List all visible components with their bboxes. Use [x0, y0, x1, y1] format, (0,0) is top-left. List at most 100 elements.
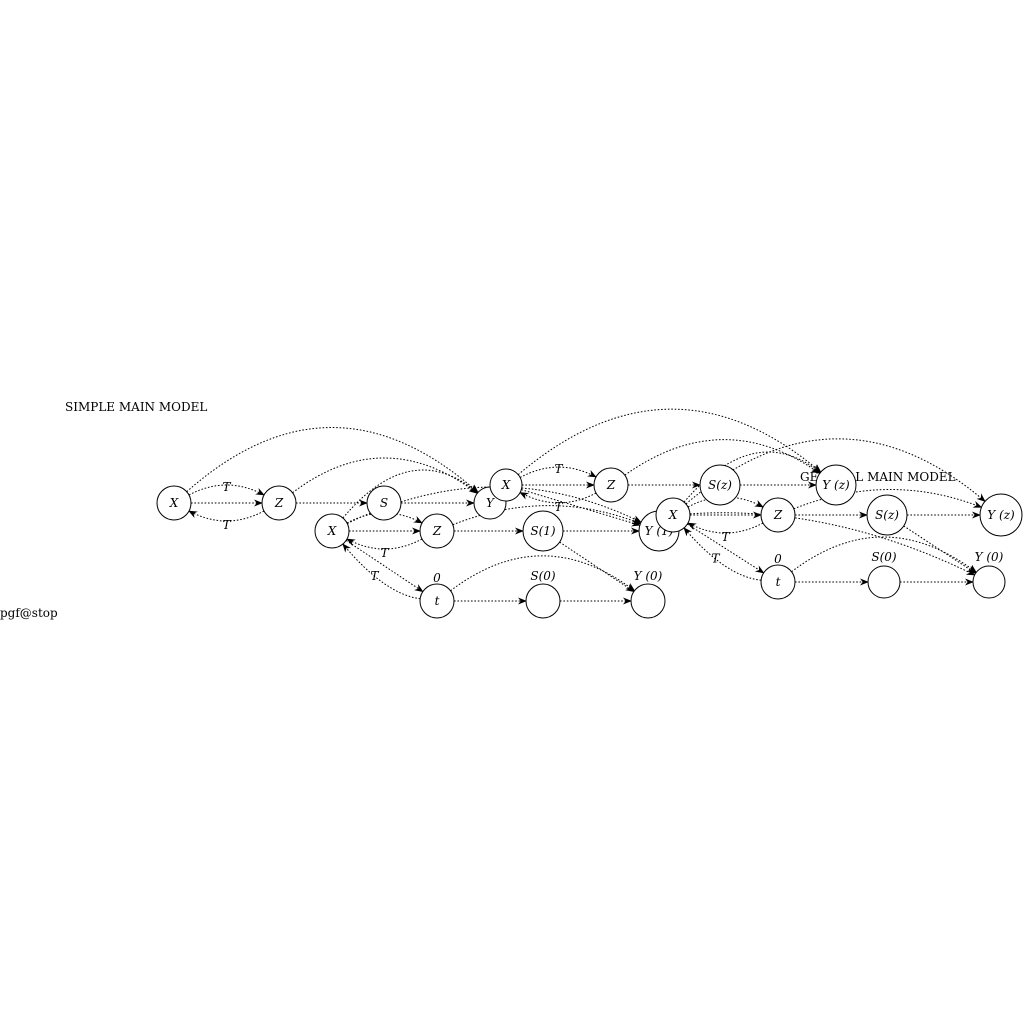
edges: TTTTTTTTTT [186, 408, 986, 605]
node-label: S(1) [530, 524, 556, 538]
node-circle [655, 497, 691, 533]
edge-label-t: T [554, 500, 563, 514]
node-g1_s0 [525, 583, 561, 619]
node-circle [699, 464, 741, 506]
simple-model-caption: SIMPLE MAIN MODEL [65, 400, 207, 414]
edge-s_x-to-s_z [188, 484, 265, 496]
node-g3_yz: Y (z) [979, 493, 1023, 537]
edge-g1_x-to-s_y [342, 469, 479, 519]
node-circle [261, 485, 297, 521]
edge-g3_z-to-g3_yz [793, 489, 983, 510]
node-circle [972, 565, 1006, 599]
node-label: X [169, 496, 179, 510]
edge-g2_x-to-g1_y1 [521, 489, 641, 527]
node-circle [593, 467, 629, 503]
edge-s_z-to-s_x [188, 510, 265, 522]
node-circle [489, 468, 523, 502]
node-label: t [776, 575, 781, 589]
node-circle [522, 510, 564, 552]
node-circle [366, 485, 402, 521]
node-label: Z [432, 524, 442, 538]
node-g1_t0: t [419, 583, 455, 619]
node-circle [630, 583, 666, 619]
edge-s_x-to-s_y [186, 427, 479, 493]
node-circle [525, 583, 561, 619]
edge-s_z-to-s_y [292, 457, 478, 494]
node-label: Y [486, 496, 495, 510]
node-g3_s0 [867, 565, 901, 599]
node-g1_s1: S(1) [522, 510, 564, 552]
node-label: X [668, 508, 678, 522]
node-label: Z [274, 496, 284, 510]
node-label: Z [606, 478, 616, 492]
node-s_s: S [366, 485, 402, 521]
edge-g1_z-to-g1_y1 [452, 505, 642, 526]
edge-g3_x-to-g3_z [687, 496, 764, 508]
node-circle [979, 493, 1023, 537]
node-circle [867, 565, 901, 599]
node-g1_x: X [314, 513, 350, 549]
node-s_x: X [156, 485, 192, 521]
edge-g3_t0-to-g3_x [683, 527, 762, 581]
node-g3_y0 [972, 565, 1006, 599]
node-g3_z: Z [760, 497, 796, 533]
edge-g3_x-to-g3_yz [685, 438, 986, 505]
node-circle [314, 513, 350, 549]
node-label: X [327, 524, 337, 538]
node-label: S(z) [875, 508, 899, 522]
node-g1_z: Z [419, 513, 455, 549]
edge-g3_sz-to-g3_y0 [903, 525, 977, 574]
edge-g3_t0-to-g3_y0 [791, 536, 977, 573]
node-circle [419, 583, 455, 619]
node-g3_x: X [655, 497, 691, 533]
edge-label-t: T [222, 518, 231, 532]
edge-g3_x-to-g3_t0 [687, 523, 765, 574]
node-g3_sz: S(z) [866, 494, 908, 536]
node-g2_z: Z [593, 467, 629, 503]
edge-g1_s1-to-g1_y0 [559, 541, 635, 593]
node-circle [866, 494, 908, 536]
edge-g1_x-to-g1_z [346, 512, 423, 524]
edge-label-t: T [711, 552, 720, 566]
outside-label-g3_l0: 0 [774, 552, 782, 566]
edge-g1_t0-to-g1_x [342, 543, 421, 600]
node-label: Z [773, 508, 783, 522]
node-label: S [380, 496, 388, 510]
edge-label-t: T [554, 462, 563, 476]
node-label: X [501, 478, 511, 492]
edge-label-t: T [721, 530, 730, 544]
outside-label-g1_ly0: Y (0) [634, 569, 663, 583]
outside-label-g1_ls0: S(0) [530, 569, 556, 583]
node-circle [419, 513, 455, 549]
node-circle [156, 485, 192, 521]
node-circle [760, 564, 796, 600]
node-g3_t0: t [760, 564, 796, 600]
edge-label-t: T [222, 480, 231, 494]
edge-g3_z-to-g3_x [687, 522, 764, 534]
edge-g3_x-to-g3_y0 [689, 512, 976, 576]
node-s_z: Z [261, 485, 297, 521]
pgf-stop-artifact: pgf@stop [0, 606, 58, 620]
node-g2_sz: S(z) [699, 464, 741, 506]
outside-label-g3_ly0: Y (0) [975, 550, 1004, 564]
node-label: S(z) [708, 478, 732, 492]
node-circle [815, 464, 857, 506]
outside-label-g3_ls0: S(0) [871, 550, 897, 564]
edge-g2_x-to-g2_yz [517, 408, 822, 476]
node-label: Y (z) [987, 508, 1015, 522]
node-g2_x: X [489, 468, 523, 502]
edge-g1_t0-to-g1_y0 [450, 555, 636, 592]
edge-g2_z-to-g2_yz [624, 439, 821, 476]
node-label: t [435, 594, 440, 608]
edge-g1_z-to-g1_x [346, 538, 423, 550]
node-label: Y (z) [822, 478, 850, 492]
outside-label-g1_l0: 0 [433, 571, 441, 585]
node-g2_yz: Y (z) [815, 464, 857, 506]
node-circle [760, 497, 796, 533]
edge-label-t: T [380, 546, 389, 560]
edge-g2_z-to-g2_x [519, 492, 597, 504]
node-g1_y0 [630, 583, 666, 619]
